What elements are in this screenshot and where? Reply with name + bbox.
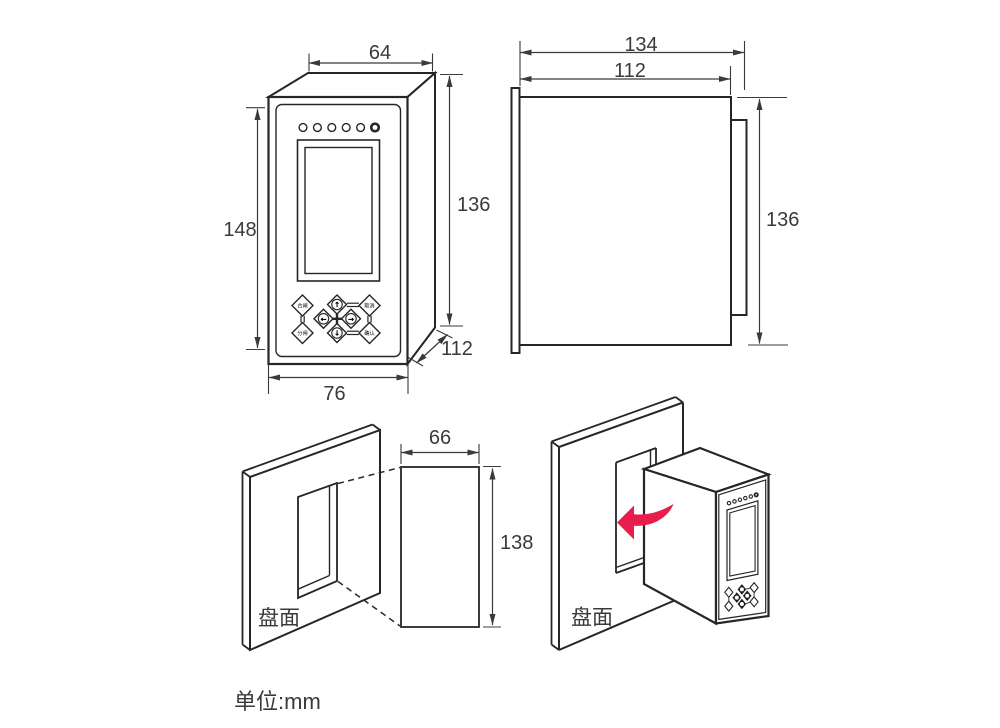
up-arrow-icon: ↑ [334, 301, 340, 309]
insert-direction-arrow [617, 504, 674, 540]
dim-top-width: 64 [369, 42, 391, 64]
dim-depth: 112 [441, 338, 473, 360]
terminal-block [730, 119, 748, 316]
right-icon [345, 313, 357, 325]
close-button[interactable] [291, 294, 314, 317]
led-indicator [312, 122, 323, 133]
device-body [518, 96, 732, 346]
panel-hole [297, 481, 338, 600]
lcd-screen-outer [296, 139, 381, 282]
dim-cutout-width: 66 [429, 427, 451, 449]
dim-left-height: 148 [223, 219, 256, 241]
front-perspective-view: 合闸 分闸 取消 确认 ↑ ↓ ← → 64 148 [223, 42, 490, 405]
panel-face-label-2: 盘面 [571, 607, 613, 630]
confirm-button-label: 确认 [364, 329, 375, 337]
cancel-button-label: 取消 [364, 301, 374, 309]
up-icon [331, 298, 343, 311]
up-button[interactable] [326, 294, 348, 315]
device-top-face [264, 72, 438, 98]
left-button[interactable] [313, 308, 334, 330]
panel-cutout-view: 66 138 盘面 [241, 423, 533, 652]
open-button-label: 分闸 [297, 329, 307, 337]
down-button[interactable] [326, 322, 348, 344]
dim-cutout-height: 138 [500, 532, 533, 554]
led-indicator [356, 122, 366, 133]
right-arrow-icon: → [348, 315, 354, 323]
dim-body-depth: 112 [614, 60, 646, 82]
led-row [298, 122, 381, 133]
right-button[interactable] [340, 308, 362, 330]
open-button[interactable] [291, 321, 314, 345]
cutout-outline [400, 466, 480, 628]
front-flange [510, 87, 521, 354]
led-indicator [298, 122, 308, 133]
left-arrow-icon: ← [321, 315, 327, 323]
dim-total-depth: 134 [624, 34, 657, 56]
keypad: 合闸 分闸 取消 确认 ↑ ↓ ← → [291, 294, 381, 345]
panel-face-label: 盘面 [258, 607, 300, 630]
lcd-screen-3d [726, 499, 759, 582]
down-icon [331, 327, 343, 339]
side-view: 134 112 136 [510, 34, 799, 354]
lcd-screen-inner [304, 146, 373, 275]
close-button-label: 合闸 [297, 301, 307, 309]
dim-bottom-width: 76 [323, 383, 345, 405]
confirm-button[interactable] [358, 321, 381, 345]
led-row-3d [726, 492, 759, 506]
led-indicator [327, 122, 337, 133]
led-indicator-power [369, 122, 381, 133]
left-icon [317, 313, 330, 325]
down-arrow-icon: ↓ [334, 330, 340, 338]
bezel-inner-border [275, 103, 402, 358]
installation-view: 盘面 [550, 396, 772, 651]
unit-note: 单位:mm [234, 689, 321, 714]
mounting-panel [249, 428, 381, 652]
device-right-face [406, 70, 436, 367]
keypad-3d [724, 581, 759, 612]
dim-side-height: 136 [766, 209, 799, 231]
cancel-button[interactable] [358, 294, 381, 317]
dim-right-height: 136 [457, 194, 490, 216]
led-indicator [341, 122, 351, 133]
device-left-face-3d [642, 467, 718, 626]
